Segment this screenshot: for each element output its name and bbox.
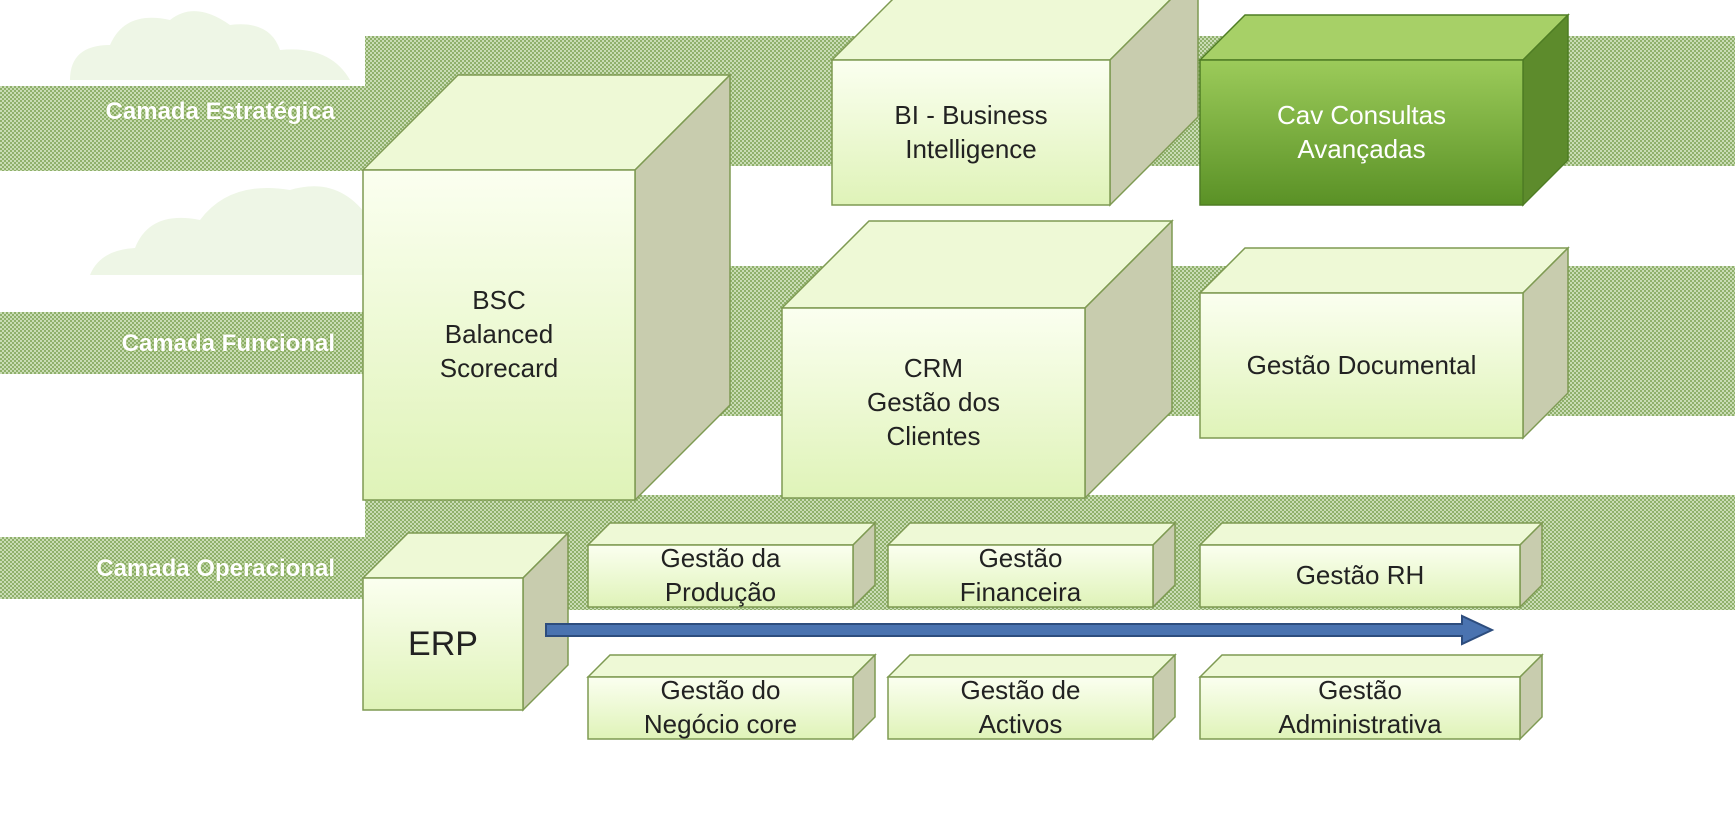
erp-module: ERP	[361, 531, 570, 712]
bi-module-shape	[830, 0, 1199, 207]
bsc-module-shape	[361, 73, 732, 502]
erp-module-shape	[361, 531, 570, 712]
cav-module-label: Cav Consultas Avançadas	[1276, 99, 1447, 164]
bsc-module: BSC Balanced Scorecard	[361, 73, 732, 502]
erp-module-label: ERP	[408, 624, 478, 663]
gestao-documental-module-front-face	[1199, 292, 1524, 439]
bi-module: BI - Business Intelligence	[830, 0, 1199, 207]
cloud-decoration	[90, 186, 396, 275]
cloud-decoration	[70, 11, 350, 80]
gestao-administrativa-module-label: Gestão Administrativa	[1278, 675, 1442, 739]
gestao-financeira-module-shape	[886, 521, 1177, 609]
gestao-negocio-module-label: Gestão do Negócio core	[643, 675, 798, 739]
cav-module-top-face	[1198, 14, 1570, 61]
crm-module-front-face	[781, 307, 1086, 499]
gestao-administrativa-module: Gestão Administrativa	[1198, 653, 1544, 741]
gestao-rh-module-top-face	[1198, 522, 1544, 546]
flow-arrow	[545, 614, 1495, 646]
gestao-activos-module-shape	[886, 653, 1177, 741]
gestao-activos-module-front-face	[887, 676, 1154, 740]
gestao-producao-module-label: Gestão da Produção	[660, 543, 781, 607]
bi-module-label: BI - Business Intelligence	[894, 99, 1048, 164]
layer-label-operational: Camada Operacional	[96, 555, 335, 582]
crm-module: CRM Gestão dos Clientes	[780, 219, 1174, 500]
gestao-documental-module-shape	[1198, 246, 1570, 440]
gestao-administrativa-module-front-face	[1199, 676, 1521, 740]
cav-module-shape	[1198, 13, 1570, 207]
gestao-rh-module-label: Gestão RH	[1295, 560, 1425, 591]
gestao-producao-module-front-face	[587, 544, 854, 608]
crm-module-label: CRM Gestão dos Clientes	[867, 353, 1000, 451]
bsc-module-front-face	[362, 169, 636, 501]
gestao-activos-module-label: Gestão de Activos	[960, 675, 1081, 739]
bsc-module-label: BSC Balanced Scorecard	[439, 285, 559, 383]
layer-label-functional: Camada Funcional	[121, 330, 335, 357]
gestao-administrativa-module-shape	[1198, 653, 1544, 741]
gestao-financeira-module-label: Gestão Financeira	[959, 543, 1082, 607]
gestao-negocio-module: Gestão do Negócio core	[586, 653, 877, 741]
layer-label-strategic: Camada Estratégica	[105, 98, 335, 125]
gestao-financeira-module: Gestão Financeira	[886, 521, 1177, 609]
gestao-negocio-module-shape	[586, 653, 877, 741]
gestao-documental-module: Gestão Documental	[1198, 246, 1570, 440]
gestao-rh-module-front-face	[1199, 544, 1521, 608]
erp-module-front-face	[362, 577, 524, 711]
gestao-producao-module: Gestão da Produção	[586, 521, 877, 609]
cav-module: Cav Consultas Avançadas	[1198, 13, 1570, 207]
gestao-negocio-module-front-face	[587, 676, 854, 740]
gestao-rh-module-shape	[1198, 521, 1544, 609]
gestao-rh-module: Gestão RH	[1198, 521, 1544, 609]
gestao-activos-module: Gestão de Activos	[886, 653, 1177, 741]
crm-module-shape	[780, 219, 1174, 500]
gestao-financeira-module-front-face	[887, 544, 1154, 608]
cav-module-front-face	[1199, 59, 1524, 206]
gestao-documental-module-top-face	[1198, 247, 1570, 294]
gestao-producao-module-shape	[586, 521, 877, 609]
gestao-documental-module-label: Gestão Documental	[1246, 349, 1477, 380]
bi-module-front-face	[831, 59, 1111, 206]
